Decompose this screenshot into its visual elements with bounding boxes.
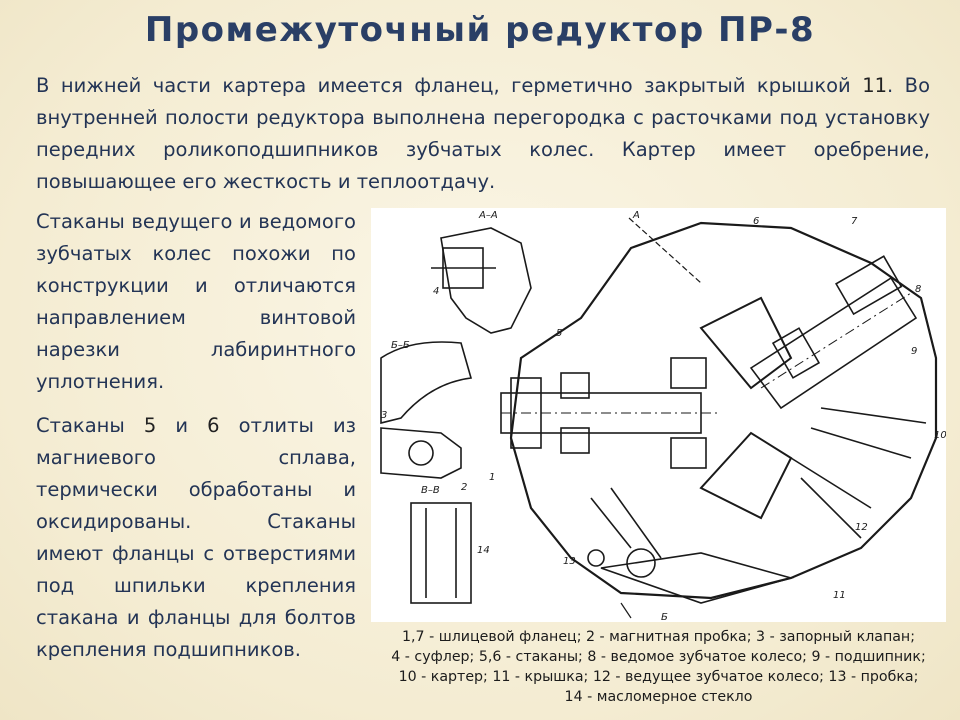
left-paragraph-1: Стаканы ведущего и ведомого зубчатых кол… <box>36 210 356 393</box>
page-title: Промежуточный редуктор ПР-8 <box>144 10 816 50</box>
callout-14: 14 <box>477 545 490 556</box>
caption-line-3: 10 - картер; 11 - крышка; 12 - ведущее з… <box>398 669 919 685</box>
callout-4: 4 <box>433 286 439 297</box>
left-column: Стаканы ведущего и ведомого зубчатых кол… <box>36 206 356 678</box>
gearbox-housing <box>509 221 938 600</box>
p2-ref-6: 6 <box>207 414 220 437</box>
cover-11 <box>600 552 794 604</box>
callout-7: 7 <box>851 216 858 227</box>
intro-text-end: . Во внутренней полости редуктора выполн… <box>36 74 930 193</box>
label-arrow-a: А <box>632 210 640 221</box>
callout-2: 2 <box>461 482 467 493</box>
figure-caption: 1,7 - шлицевой фланец; 2 - магнитная про… <box>366 627 951 707</box>
p2-text-a: Стаканы <box>36 414 144 437</box>
left-paragraph-2: Стаканы 5 и 6 отлиты из магниевого сплав… <box>36 410 356 666</box>
caption-line-2: 4 - суфлер; 5,6 - стаканы; 8 - ведомое з… <box>391 649 926 665</box>
p2-text-c: отлиты из магниевого сплава, термически … <box>36 414 356 661</box>
caption-line-1: 1,7 - шлицевой фланец; 2 - магнитная про… <box>402 629 915 645</box>
p2-text-b: и <box>156 414 208 437</box>
callout-11: 11 <box>833 590 846 601</box>
driving-gear <box>699 296 793 390</box>
callout-1: 1 <box>489 472 495 483</box>
output-shaft <box>749 276 918 410</box>
bearing-input <box>670 357 707 389</box>
label-section-aa: А–А <box>478 210 498 221</box>
callout-9: 9 <box>911 346 917 357</box>
callout-8: 8 <box>915 284 921 295</box>
spline-flange-7 <box>835 255 903 316</box>
p2-ref-5: 5 <box>143 414 157 437</box>
intro-text-start: В нижней части картера имеется фланец, г… <box>36 74 863 97</box>
caption-line-4: 14 - масломерное стекло <box>564 689 753 705</box>
gearbox-drawing: А–А Б–Б В–В А Б 1 2 3 4 5 6 7 8 9 10 11 … <box>371 208 946 622</box>
intro-ref-11: 11 <box>862 74 888 97</box>
section-vv-gauge <box>410 502 472 604</box>
section-aa-outline <box>440 227 532 334</box>
gearbox-drawing-svg: А–А Б–Б В–В А Б 1 2 3 4 5 6 7 8 9 10 11 … <box>380 210 946 622</box>
label-section-bb: Б–Б <box>391 340 410 351</box>
label-section-vv: В–В <box>421 485 440 496</box>
callout-5: 5 <box>556 328 562 339</box>
callout-10: 10 <box>934 430 946 441</box>
callout-13: 13 <box>563 556 576 567</box>
section-bb-outline <box>380 341 473 425</box>
callout-3: 3 <box>381 410 387 421</box>
spline-flange-1 <box>510 377 542 449</box>
label-arrow-b: Б <box>661 612 668 622</box>
callout-6: 6 <box>753 216 759 227</box>
intro-paragraph: В нижней части картера имеется фланец, г… <box>36 70 930 198</box>
callout-12: 12 <box>855 522 868 533</box>
plug-13 <box>587 549 605 567</box>
